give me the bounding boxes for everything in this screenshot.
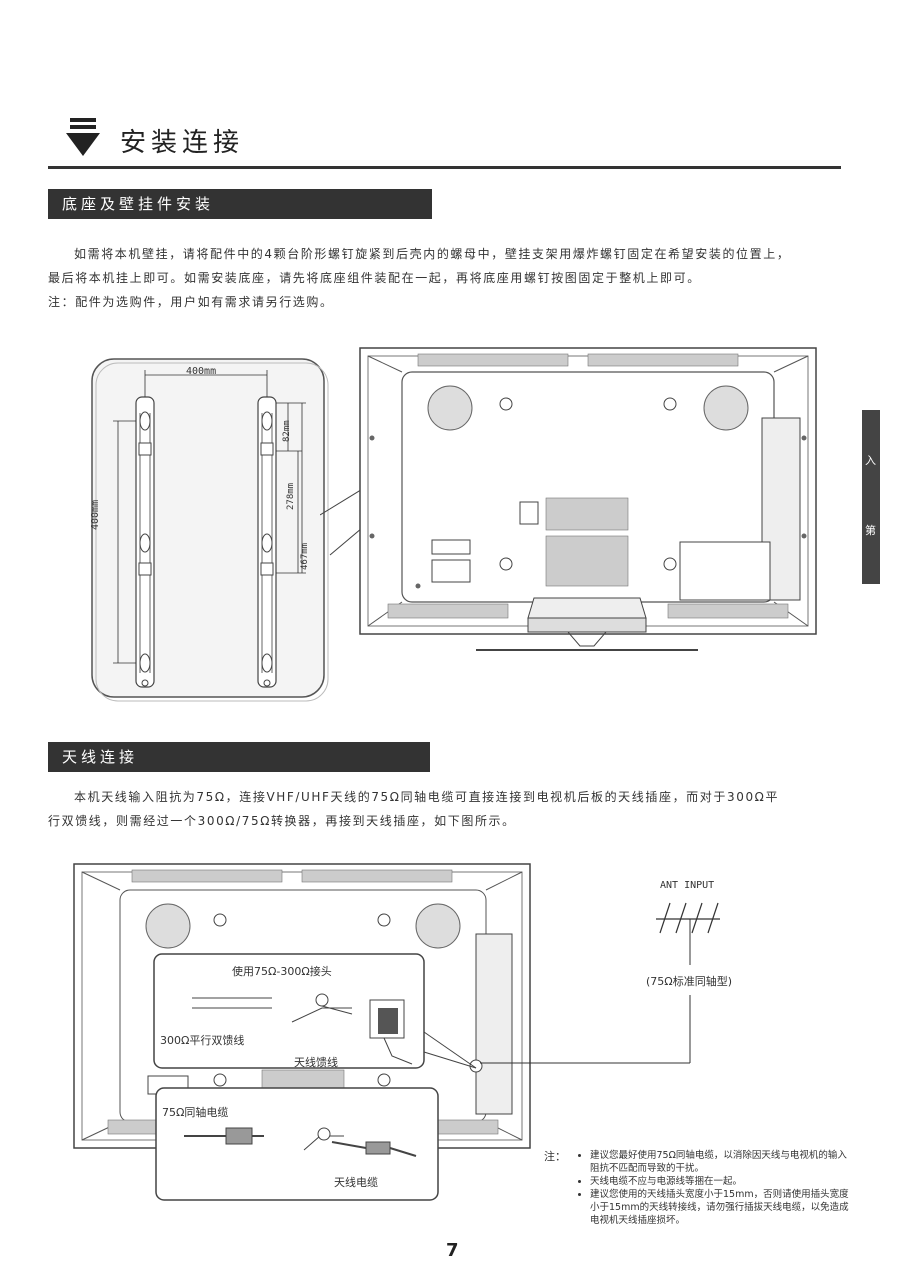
- antenna-paragraph-2: 行双馈线，则需经过一个300Ω/75Ω转换器，再接到天线插座，如下图所示。: [48, 814, 516, 828]
- side-chapter-tab: 入 第: [862, 410, 880, 584]
- note-item: 建议您最好使用75Ω同轴电缆，以消除因天线与电视机的输入阻抗不匹配而导致的干扰。: [590, 1149, 850, 1175]
- antenna-icon: [480, 902, 720, 1064]
- page-title: 安装连接: [120, 128, 245, 158]
- section-arrow-icon: [66, 118, 100, 156]
- note-title: 注：: [544, 1150, 566, 1163]
- side-tab-char-2: 第: [865, 524, 876, 537]
- dim-mid-label: 278mm: [286, 482, 296, 510]
- note-item: 天线电缆不应与电源线等捆在一起。: [590, 1175, 850, 1188]
- antenna-paragraph-1: 本机天线输入阻抗为75Ω，连接VHF/UHF天线的75Ω同轴电缆可直接连接到电视…: [74, 790, 780, 804]
- dim-width-label: 400mm: [186, 366, 217, 377]
- adapter-callout-box: [153, 953, 477, 1069]
- coax-callout-box: [155, 1087, 439, 1201]
- adapter-label: 使用75Ω-300Ω接头: [232, 965, 332, 978]
- wall-mount-note: 注：配件为选购件，用户如有需求请另行选购。: [48, 295, 334, 309]
- note-item: 建议您使用的天线插头宽度小于15mm，否则请使用插头宽度小于15mm的天线转接线…: [590, 1188, 850, 1227]
- wall-bracket-diagram: [91, 358, 329, 702]
- dim-low-label: 467mm: [300, 542, 310, 570]
- cable-label: 天线电缆: [334, 1176, 378, 1189]
- feeder-label: 天线馈线: [294, 1056, 338, 1069]
- title-divider: [48, 166, 841, 169]
- dim-height-label: 400mm: [90, 499, 101, 530]
- page-number: 7: [446, 1240, 459, 1261]
- wall-mount-paragraph-2: 最后将本机挂上即可。如需安装底座，请先将底座组件装配在一起，再将底座用螺钉按图固…: [48, 271, 701, 285]
- tv-back-panel-diagram: [359, 347, 817, 651]
- wall-mount-paragraph-1: 如需将本机壁挂，请将配件中的4颗台阶形螺钉旋紧到后壳内的螺母中，壁挂支架用爆炸螺…: [74, 247, 791, 261]
- antenna-notes-list: 建议您最好使用75Ω同轴电缆，以消除因天线与电视机的输入阻抗不匹配而导致的干扰。…: [574, 1149, 850, 1227]
- twin-lead-label: 300Ω平行双馈线: [160, 1034, 245, 1047]
- coax-label: 75Ω同轴电缆: [162, 1106, 229, 1119]
- section-heading-antenna: 天线连接: [48, 742, 430, 772]
- ant-input-label: ANT INPUT: [660, 880, 715, 891]
- section-heading-wall-mount: 底座及壁挂件安装: [48, 189, 432, 219]
- dim-top-label: 82mm: [282, 420, 292, 442]
- coax-std-label: (75Ω标准同轴型): [646, 975, 732, 988]
- side-tab-char-1: 入: [865, 454, 876, 467]
